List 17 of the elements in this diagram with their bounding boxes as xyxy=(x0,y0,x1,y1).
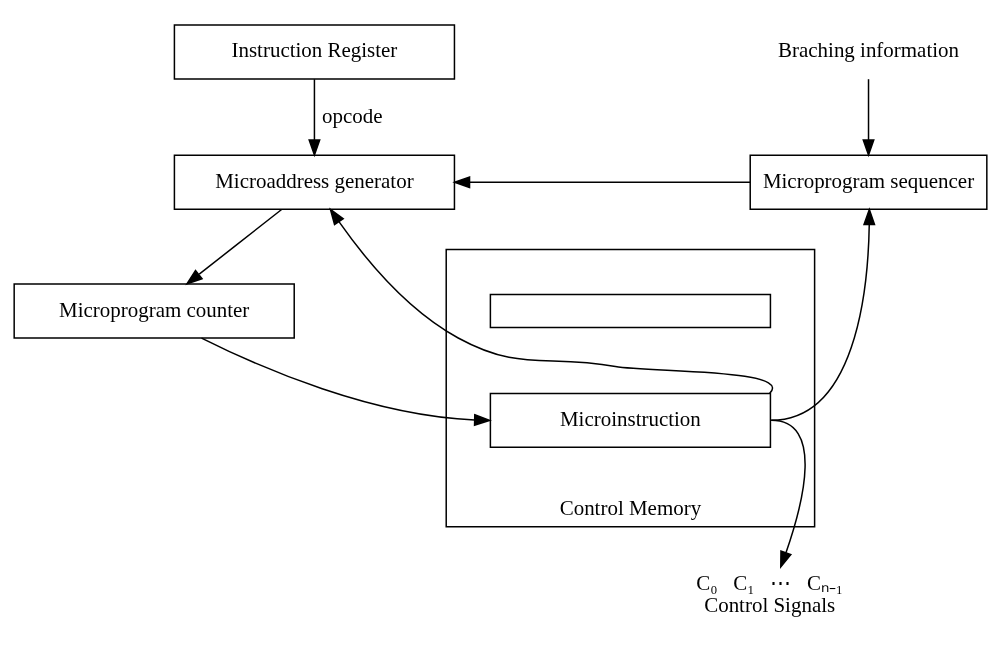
arrow xyxy=(185,208,283,285)
edge-label: opcode xyxy=(321,103,383,128)
arrow xyxy=(329,206,774,394)
node-box: Microaddress generator xyxy=(173,154,456,210)
node-box xyxy=(489,293,772,328)
arrow xyxy=(452,175,751,189)
node-box: Microprogram counter xyxy=(13,282,295,339)
arrow xyxy=(200,336,492,426)
node-box: Instruction Register xyxy=(173,23,456,80)
node-box: Microinstruction xyxy=(489,392,772,448)
arrow xyxy=(308,77,321,157)
arrow xyxy=(770,206,876,421)
node-text: C₀ C₁ ⋯ Cₙ₋₁ Control Signals xyxy=(696,570,844,617)
node-text: Braching information xyxy=(778,37,960,62)
arrow xyxy=(770,419,806,569)
node-box: Microprogram sequencer xyxy=(749,154,988,210)
arrow xyxy=(862,77,875,157)
